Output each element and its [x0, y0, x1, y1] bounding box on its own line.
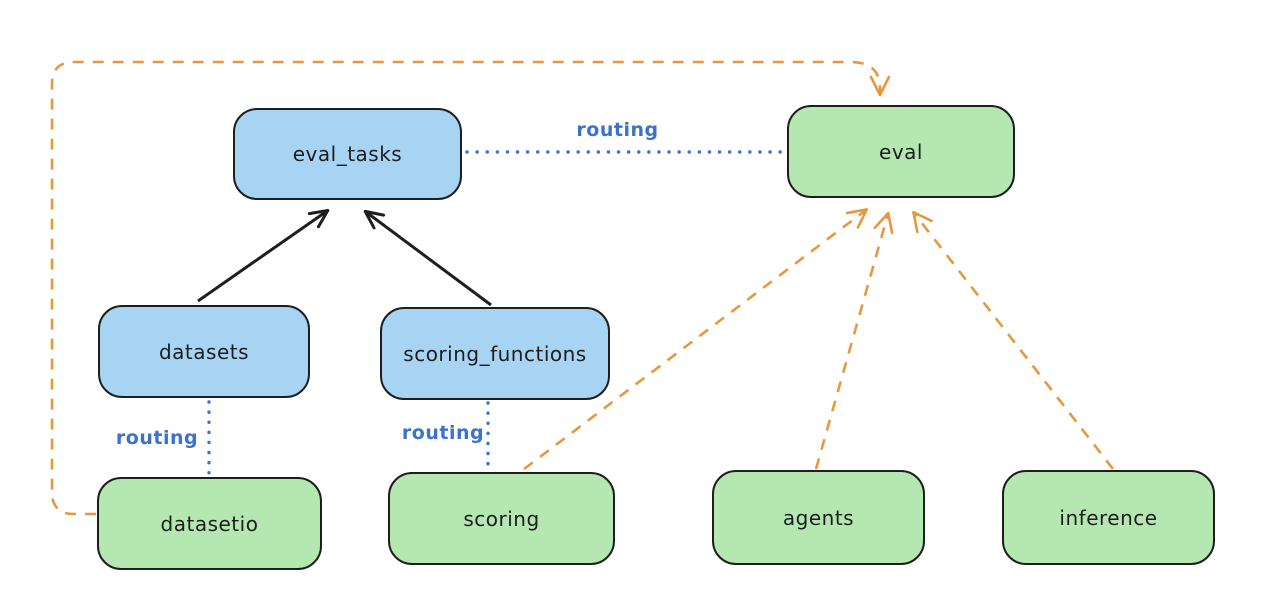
node-scoring-functions: scoring_functions [380, 307, 610, 400]
node-scoring: scoring [388, 472, 615, 565]
edge-datasets-to-eval-tasks [197, 208, 330, 303]
node-eval-tasks-label: eval_tasks [292, 142, 403, 166]
node-eval-tasks: eval_tasks [233, 108, 462, 200]
node-datasetio: datasetio [97, 477, 322, 570]
edge-inference-to-eval [912, 210, 1115, 470]
edge-datasetio-to-eval [50, 60, 891, 516]
node-eval-label: eval [879, 139, 923, 164]
node-scoring-label: scoring [463, 506, 540, 531]
node-agents-label: agents [782, 505, 855, 530]
routing-label-datasets-datasetio: routing [115, 427, 199, 449]
node-datasets: datasets [98, 305, 310, 398]
edge-agents-to-eval [814, 211, 894, 470]
node-datasetio-label: datasetio [160, 511, 259, 536]
node-inference-label: inference [1059, 505, 1158, 530]
node-eval: eval [787, 105, 1015, 198]
routing-label-eval-tasks-eval: routing [576, 119, 659, 141]
node-scoring-functions-label: scoring_functions [403, 341, 587, 366]
node-datasets-label: datasets [158, 339, 250, 364]
node-inference: inference [1002, 470, 1215, 565]
routing-label-scoring-functions-scoring: routing [401, 422, 485, 444]
node-agents: agents [712, 470, 925, 565]
edge-scoring-functions-to-eval-tasks [363, 209, 492, 307]
